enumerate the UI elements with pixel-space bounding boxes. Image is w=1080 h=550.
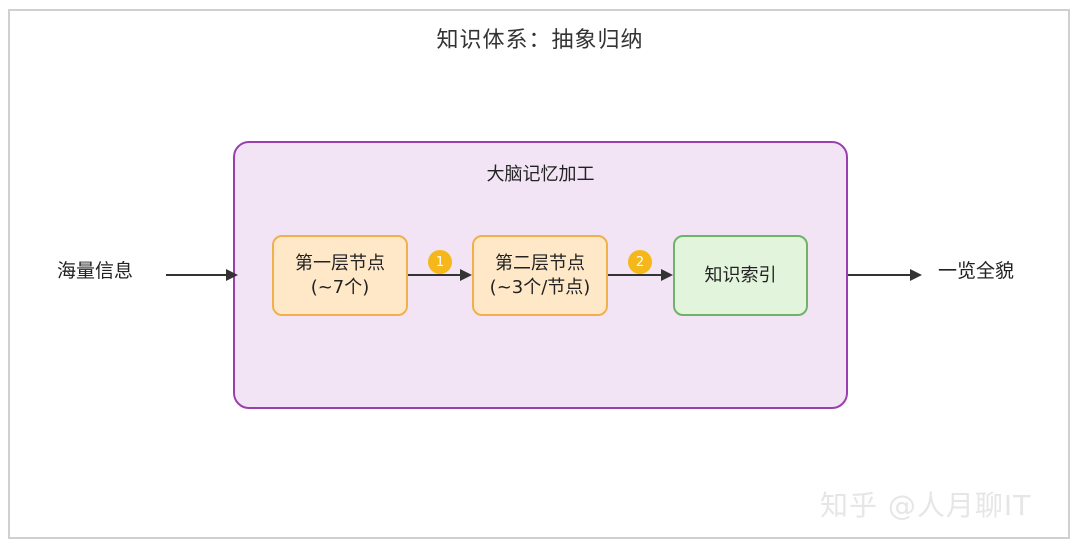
node-first-layer: 第一层节点 (~7个) [272, 235, 408, 316]
node-first-layer-line1: 第一层节点 [295, 252, 385, 274]
diagram-title: 知识体系：抽象归纳 [436, 28, 644, 53]
step-badge-2: 2 [628, 250, 652, 274]
input-label: 海量信息 [57, 260, 134, 282]
node-second-layer-line1: 第二层节点 [495, 252, 585, 274]
node-knowledge-index: 知识索引 [673, 235, 808, 316]
watermark: 知乎 @人月聊IT [820, 489, 1032, 522]
step-badge-1: 1 [428, 250, 452, 274]
output-label: 一览全貌 [938, 260, 1015, 282]
node-first-layer-line2: (~7个) [310, 276, 370, 298]
node-second-layer-line2: (~3个/节点) [489, 276, 591, 298]
node-knowledge-index-label: 知识索引 [704, 264, 777, 286]
group-title: 大脑记忆加工 [486, 164, 595, 185]
node-second-layer: 第二层节点 (~3个/节点) [472, 235, 608, 316]
